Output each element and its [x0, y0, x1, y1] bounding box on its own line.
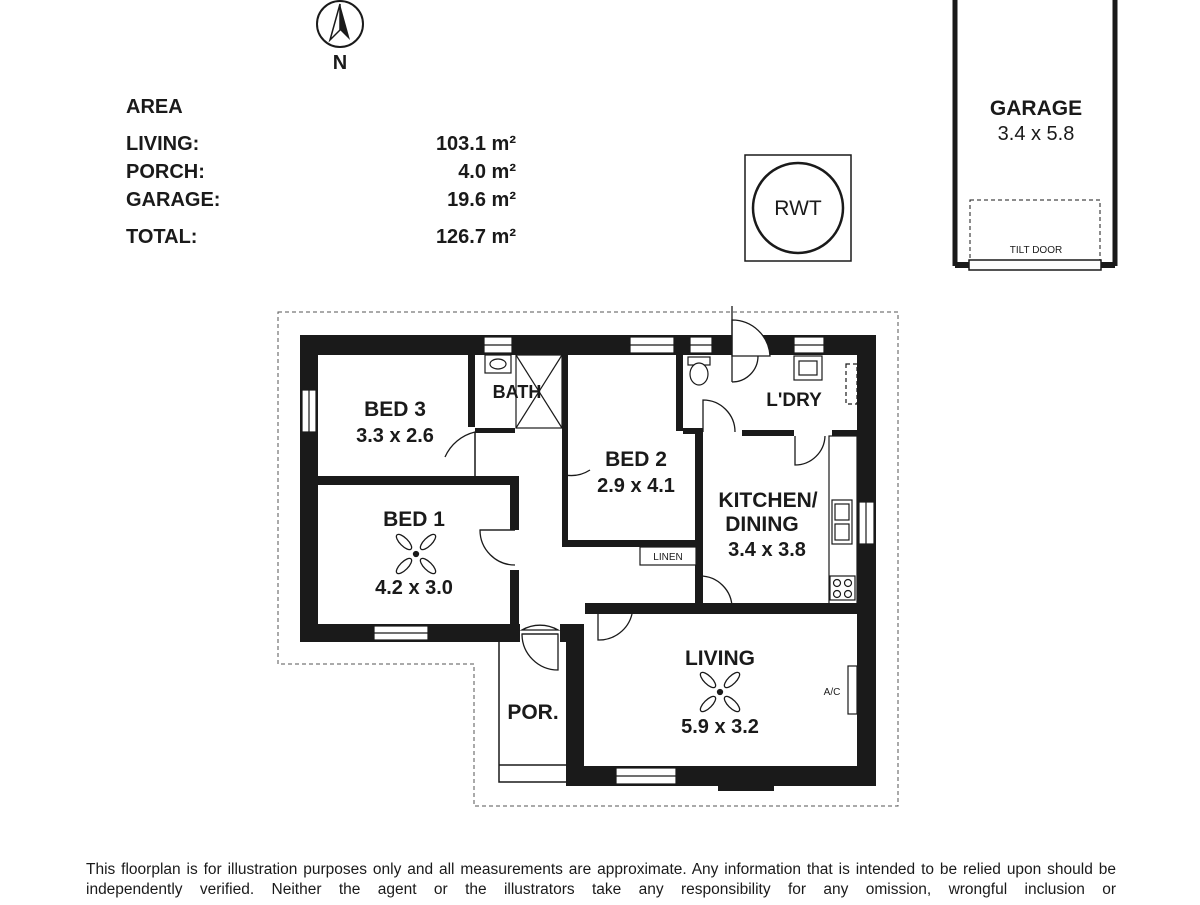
- ceiling-fan-bed1-icon: [395, 533, 437, 575]
- window-bed1: [373, 625, 429, 641]
- doors: [444, 306, 826, 671]
- wall-west: [300, 335, 318, 642]
- wall-bath-south-left: [475, 428, 515, 433]
- window-bed2: [629, 336, 675, 354]
- linen-label: LINEN: [653, 552, 682, 563]
- wall-east: [857, 335, 876, 786]
- wall-bed3-bed1: [318, 476, 518, 485]
- wall-bump: [718, 784, 774, 791]
- area-summary: AREA LIVING: 103.1 m² PORCH: 4.0 m² GARA…: [126, 96, 516, 248]
- rwt-label: RWT: [774, 197, 822, 220]
- wall-bed1-east-upper: [510, 476, 519, 530]
- kitchen-dims: 3.4 x 3.8: [728, 539, 806, 561]
- rwt-box: [744, 154, 852, 262]
- kitchen-bench: [828, 435, 858, 605]
- wall-north: [300, 335, 876, 355]
- garage-door-frame: [968, 259, 1102, 271]
- wall-bed2-south: [562, 540, 702, 547]
- bed1-dims: 4.2 x 3.0: [375, 577, 453, 599]
- door-laundry: [702, 399, 736, 433]
- rwt-circle: [751, 161, 845, 255]
- compass-arrow-right: [340, 4, 350, 40]
- door-bed2: [564, 440, 591, 477]
- toilet: [687, 356, 711, 386]
- wall-laundry-west: [676, 355, 683, 431]
- room-labels: BED 3 3.3 x 2.6 BATH BED 2 2.9 x 4.1 L'D…: [356, 382, 840, 738]
- bath-name: BATH: [493, 382, 542, 402]
- garage: GARAGE 3.4 x 5.8 TILT DOOR: [952, 0, 1118, 271]
- compass-north-label: N: [333, 52, 347, 74]
- window-toilet: [689, 336, 713, 354]
- door-bed1: [479, 529, 516, 566]
- window-laundry: [793, 336, 825, 354]
- area-heading: AREA: [126, 96, 183, 118]
- ceiling-fan-living-icon: [699, 671, 741, 713]
- porch-outline: [498, 640, 568, 783]
- area-row-value-living: 103.1 m²: [436, 133, 516, 155]
- compass-arrow-left: [328, 3, 341, 43]
- fixtures: [484, 354, 858, 715]
- wall-laundry-south-right: [832, 430, 857, 436]
- garage-name: GARAGE: [990, 97, 1082, 120]
- area-row-label-porch: PORCH:: [126, 161, 205, 183]
- area-row-value-garage: 19.6 m²: [447, 189, 516, 211]
- window-bed3: [301, 389, 317, 433]
- north-compass: N: [316, 0, 364, 74]
- wall-laundry-south-mid: [742, 430, 794, 436]
- bath-basin: [484, 354, 512, 374]
- laundry-cupboard: [845, 363, 858, 405]
- door-front: [519, 624, 561, 671]
- bed3-dims: 3.3 x 2.6: [356, 425, 434, 447]
- area-row-value-porch: 4.0 m²: [458, 161, 516, 183]
- garage-dims: 3.4 x 5.8: [998, 123, 1075, 145]
- wall-bed3-east: [468, 355, 475, 427]
- area-total-value: 126.7 m²: [436, 226, 516, 248]
- bed1-name: BED 1: [383, 508, 445, 531]
- porch-area: [498, 640, 568, 783]
- garage-wall-end-right: [1101, 262, 1115, 268]
- tilt-door-swing: [969, 199, 1101, 261]
- windows: [301, 336, 875, 785]
- area-row-label-living: LIVING:: [126, 133, 199, 155]
- bed2-dims: 2.9 x 4.1: [597, 475, 675, 497]
- window-bath: [483, 336, 513, 354]
- kitchen-name-line1: KITCHEN/: [718, 489, 817, 512]
- living-name: LIVING: [685, 647, 755, 670]
- tilt-door-label: TILT DOOR: [1010, 245, 1062, 256]
- disclaimer-text: This floorplan is for illustration purpo…: [86, 861, 1116, 898]
- garage-walls: [952, 0, 1118, 266]
- ac-unit: [847, 665, 858, 715]
- wall-bed1-east-lower: [510, 570, 519, 630]
- door-living-hall: [699, 575, 733, 609]
- area-total-label: TOTAL:: [126, 226, 197, 248]
- eave-outline: [277, 311, 899, 807]
- wall-south: [566, 766, 876, 786]
- rainwater-tank: RWT: [744, 154, 852, 262]
- wall-living-west: [566, 624, 584, 786]
- shower: [515, 354, 563, 429]
- kitchen-name-line2: DINING: [725, 513, 799, 536]
- laundry-name: L'DRY: [766, 390, 822, 411]
- bed3-name: BED 3: [364, 398, 426, 421]
- wall-laundry-south-left: [683, 428, 703, 434]
- living-dims: 5.9 x 3.2: [681, 716, 759, 738]
- laundry-trough: [793, 355, 823, 381]
- wall-kitchen-south-stub: [700, 603, 732, 608]
- compass-ring: [316, 0, 364, 48]
- area-row-label-garage: GARAGE:: [126, 189, 220, 211]
- garage-wall-end-left: [955, 262, 969, 268]
- ac-label: A/C: [824, 687, 841, 698]
- door-kitchen: [794, 435, 826, 466]
- window-living: [615, 767, 677, 785]
- linen-cupboard: [639, 546, 697, 566]
- wall-kitchen-west: [695, 430, 703, 608]
- porch-name: POR.: [507, 701, 558, 724]
- window-kitchen: [858, 501, 875, 545]
- door-back: [731, 306, 771, 383]
- door-bed3: [444, 431, 476, 476]
- bed2-name: BED 2: [605, 448, 667, 471]
- door-living: [597, 613, 633, 641]
